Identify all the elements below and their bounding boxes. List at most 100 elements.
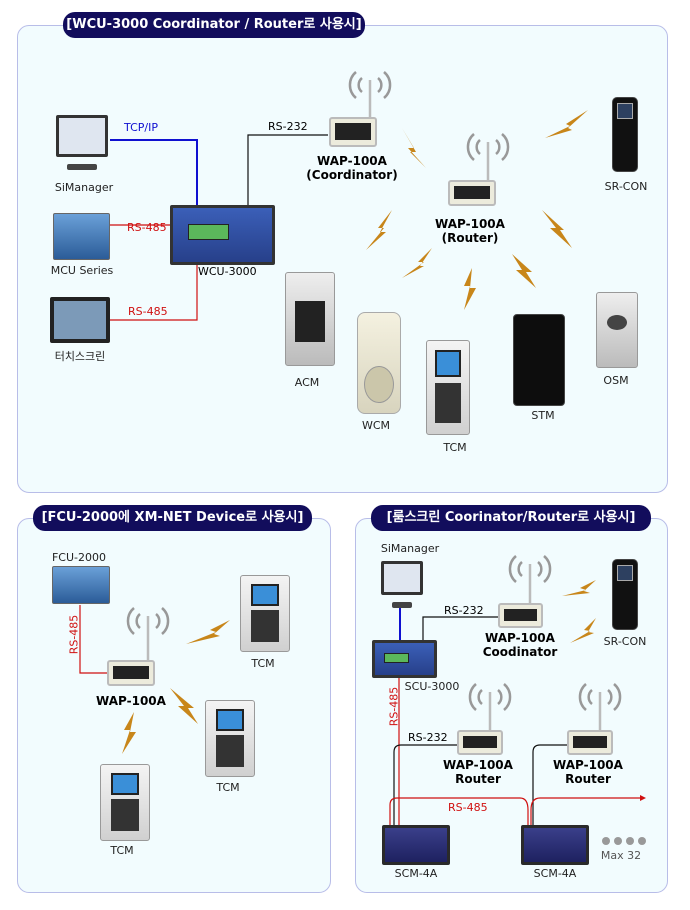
tcm-label: TCM [443,441,467,454]
wap-name: WAP-100A [485,631,555,645]
wap-name: WAP-100A [435,217,505,231]
mcu-label: MCU Series [50,264,114,277]
rs485-label-touch: RS-485 [128,305,168,318]
lightning-icon [542,210,572,248]
simanager-computer-p3 [381,561,423,608]
wap-name: WAP-100A [443,758,513,772]
lightning-icon [122,712,136,754]
fcu2000-label: FCU-2000 [51,551,107,564]
rs485-line-fcu [79,605,107,674]
simanager-label-p3: SiManager [380,542,440,555]
touchscreen-label: 터치스크린 [54,350,106,363]
wap-device [107,660,155,686]
scm4a-label-2: SCM-4A [533,867,577,880]
stm-label: STM [531,409,555,422]
wap-coordinator-label: WAP-100A(Coordinator) [306,154,397,182]
wcu3000-label: WCU-3000 [198,265,257,278]
tcpip-line [110,139,198,205]
antenna-icon [348,71,392,118]
tcm-label-3: TCM [110,844,134,857]
srcon-label: SR-CON [604,180,648,193]
wcm-device [357,312,401,414]
antenna-icon [468,683,512,730]
panel1-title: [WCU-3000 Coordinator / Router로 사용시] [63,12,365,38]
wap-router-label: WAP-100A(Router) [435,217,505,245]
lightning-icon [464,268,476,310]
scu3000-label: SCU-3000 [404,680,460,693]
stm-device [513,314,565,406]
rs232-line-router1 [393,744,457,825]
wap-name: WAP-100A [553,758,623,772]
lightning-icon [570,618,596,643]
tcm-label-1: TCM [251,657,275,670]
srcon-remote [612,97,638,172]
wcm-label: WCM [361,419,391,432]
antenna-icon [466,133,510,180]
antennas [126,71,622,730]
rs232-line-p3 [422,616,498,640]
simanager-computer [56,115,108,170]
antenna-icon [126,607,170,660]
wap-router-device [448,180,496,206]
wap-role: (Coordinator) [306,168,398,182]
fcu2000-device [52,566,110,604]
rs485-line-p3-h [389,797,640,825]
scm4a-device-2 [521,825,589,865]
tcpip-label: TCP/IP [124,121,158,134]
mcu-series-device [53,213,110,260]
wcu3000-device [170,205,275,265]
wireless-bolts [122,110,596,754]
tcm-label-2: TCM [216,781,240,794]
osm-label: OSM [603,374,629,387]
tcm-device-2 [205,700,255,777]
rs232-label-p3: RS-232 [444,604,484,617]
antenna-icon [578,683,622,730]
rs232-label-router1: RS-232 [408,731,448,744]
simanager-label: SiManager [54,181,114,194]
lightning-icon [170,688,198,724]
rs485-label-fcu: RS-485 [67,614,81,655]
lightning-icon [562,580,596,596]
scm4a-label-1: SCM-4A [394,867,438,880]
wap-label: WAP-100A [96,694,166,708]
touchscreen-device [50,297,110,343]
srcon-remote-p3 [612,559,638,630]
rs232-line [247,134,328,205]
lightning-icon [402,248,432,278]
tcm-device-1 [240,575,290,652]
lightning-icon [186,620,230,644]
wap-name: WAP-100A [317,154,387,168]
rs485-line-touch [110,265,198,321]
lightning-icon [545,110,588,138]
acm-label: ACM [294,376,320,389]
wap-role: Router [565,772,611,786]
arrow-head [640,795,646,801]
rs485-label-p3-h: RS-485 [448,801,488,814]
lightning-icon [402,128,426,168]
wap-role: (Router) [441,231,499,245]
tcm-device-3 [100,764,150,841]
panel-wcu3000 [17,25,668,493]
wap-router-device-2 [567,730,613,755]
rs485-label-mcu: RS-485 [127,221,167,234]
wap-role: Coodinator [482,645,558,659]
wap-router-device-1 [457,730,503,755]
panel3-title: [룸스크린 Coorinator/Router로 사용시] [371,505,651,531]
scu3000-device [372,640,437,678]
acm-device [285,272,335,366]
osm-device [596,292,638,368]
panel2-title: [FCU-2000에 XM-NET Device로 사용시] [33,505,312,531]
rs485-label-p3-v: RS-485 [387,686,401,727]
tcm-device [426,340,470,435]
max-label: Max 32 [600,849,642,862]
more-devices-dots [602,837,646,845]
rs232-line-router2 [532,744,567,825]
wap-role: Router [455,772,501,786]
lightning-icon [512,254,536,288]
rs232-label: RS-232 [268,120,308,133]
wap-coordinator-device [329,117,377,147]
antenna-icon [508,555,552,603]
